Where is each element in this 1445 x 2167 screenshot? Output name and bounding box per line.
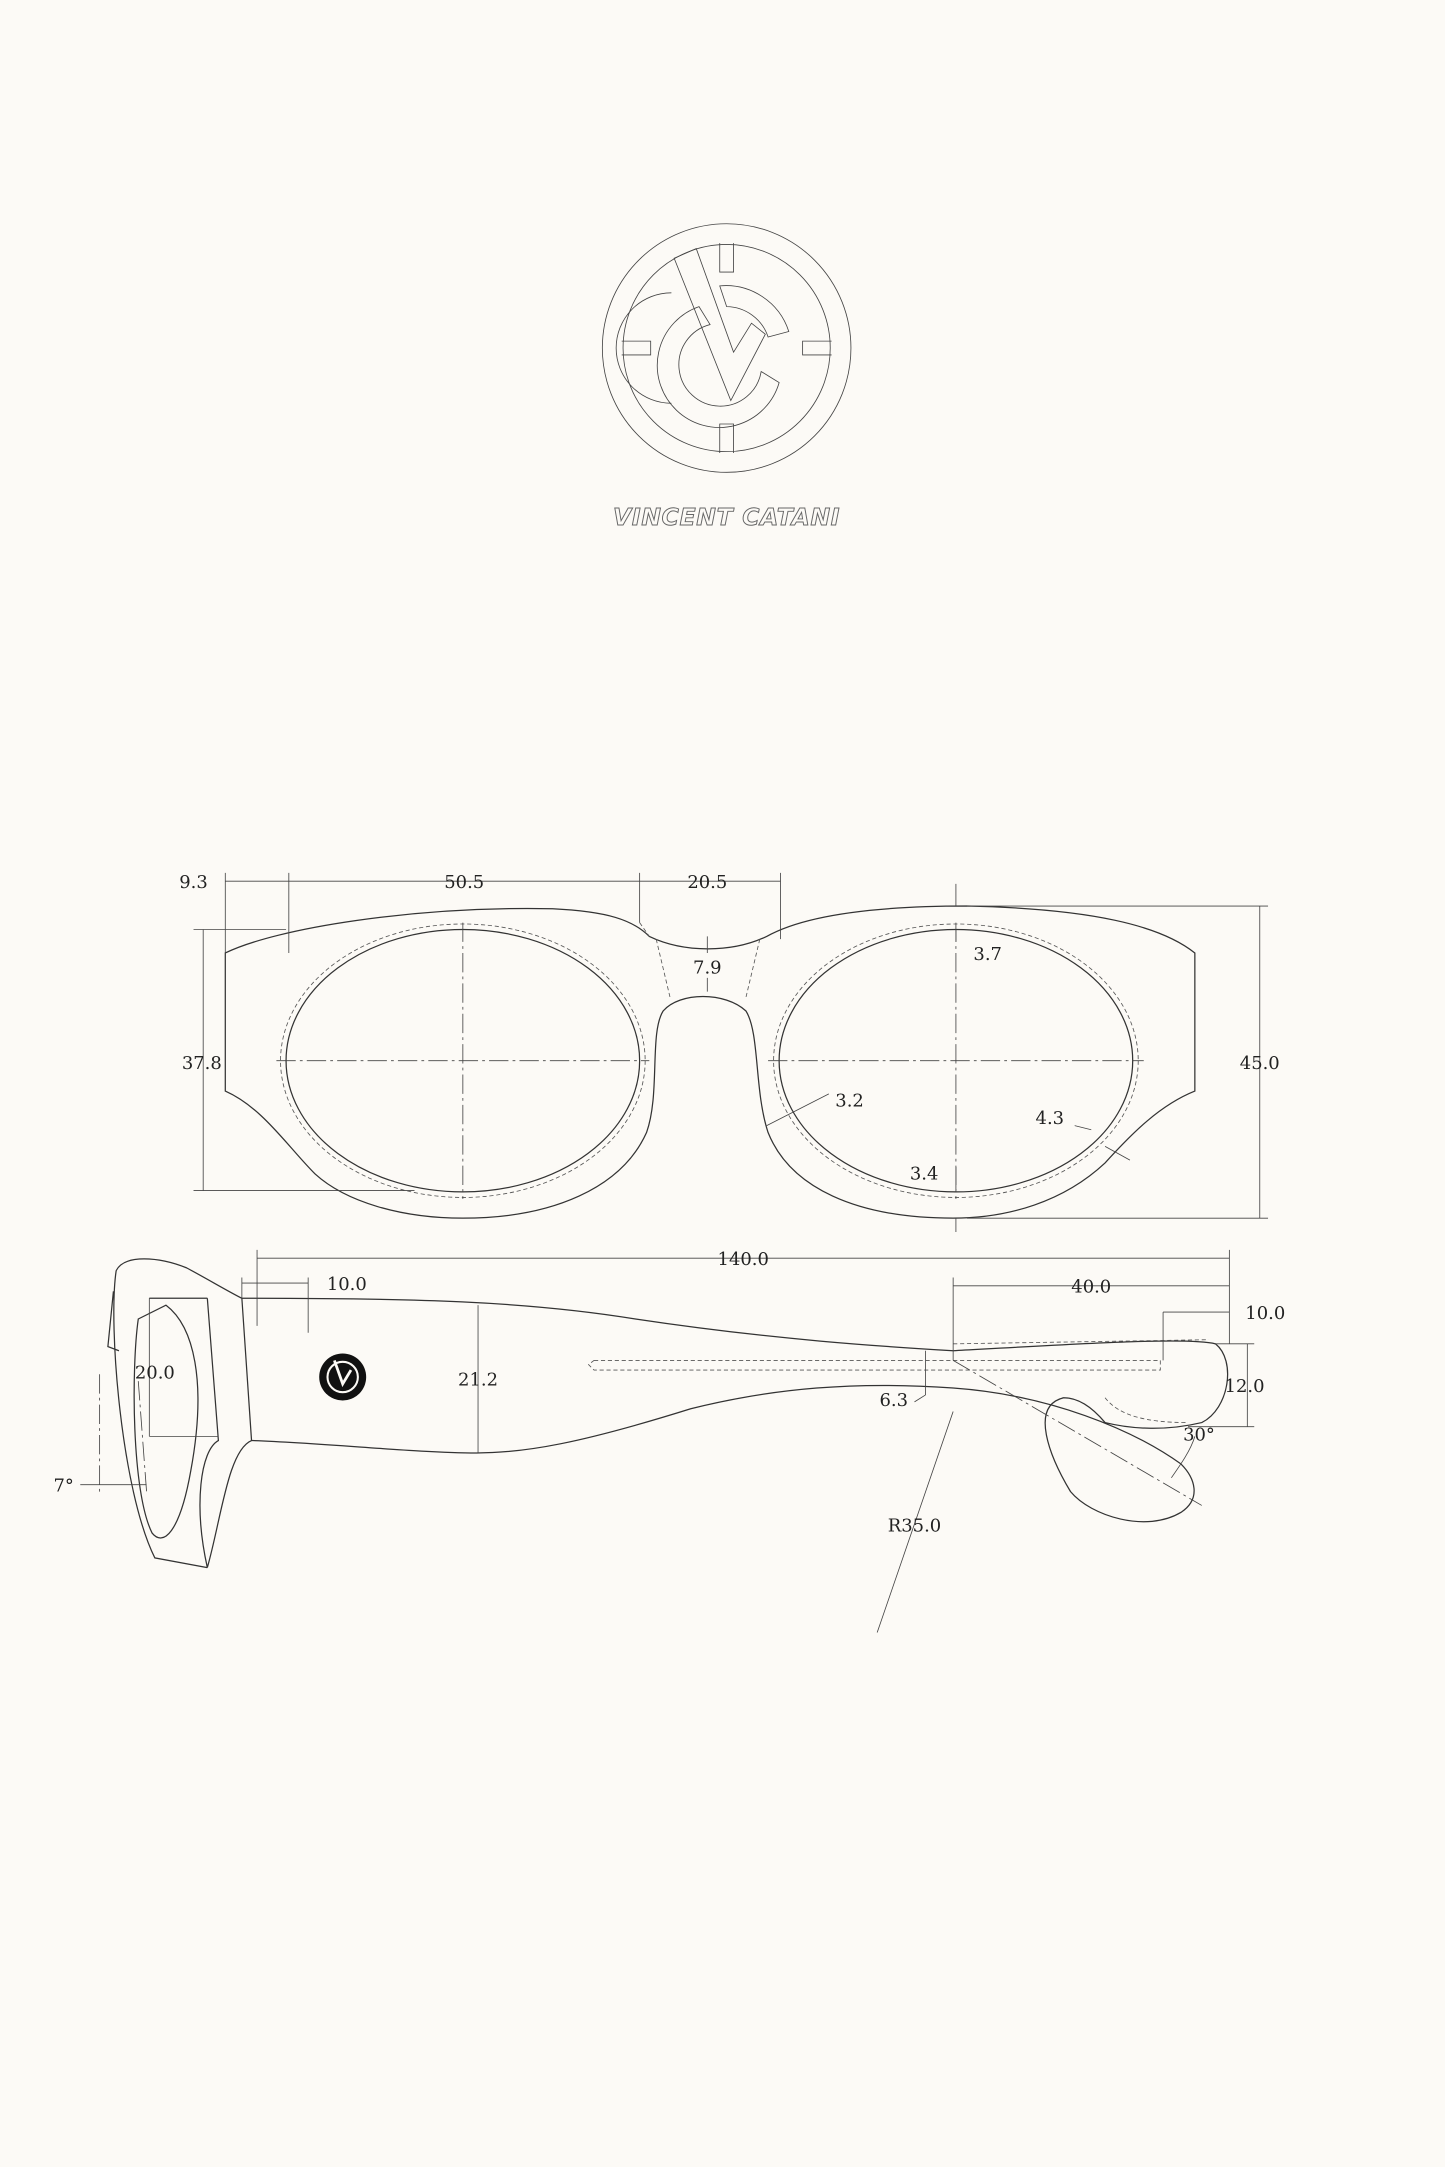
dim-hinge-offset: 10.0 [327, 1274, 367, 1295]
dim-bridge-height: 7.9 [693, 958, 722, 979]
side-view: 140.0 10.0 20.0 21.2 7° 40.0 10.0 12.0 6… [54, 1249, 1285, 1633]
temple-logo-icon [319, 1353, 367, 1401]
dim-temple-length: 140.0 [718, 1249, 769, 1270]
dim-tip-length: 10.0 [1245, 1303, 1285, 1324]
dim-frame-height: 45.0 [1240, 1053, 1280, 1074]
front-view: 9.3 50.5 20.5 37.8 45.0 7.9 3.7 3.2 4.3 … [179, 872, 1280, 1232]
dim-tip-height: 12.0 [1225, 1376, 1265, 1397]
front-profile [107, 1258, 253, 1569]
dim-core-offset: 6.3 [879, 1390, 908, 1411]
dim-lens-width: 50.5 [444, 872, 484, 893]
brand-name: VINCENT CATANI [613, 503, 840, 531]
dim-outer-rim: 4.3 [1036, 1108, 1065, 1129]
dim-lens-height: 37.8 [182, 1053, 222, 1074]
frame-outline [224, 905, 1196, 1219]
temple [241, 1297, 1229, 1523]
dim-bridge-width: 20.5 [687, 872, 727, 893]
dim-inner-rim: 3.2 [835, 1090, 864, 1111]
dim-top-rim: 3.7 [973, 944, 1002, 965]
dim-temple-height: 21.2 [458, 1369, 498, 1390]
brand-logo [601, 223, 852, 473]
dim-bottom-rim: 3.4 [910, 1163, 939, 1184]
dim-pantoscopic-angle: 7° [54, 1476, 74, 1497]
dim-bend-radius: R35.0 [888, 1516, 941, 1537]
dim-front-thickness: 20.0 [135, 1362, 175, 1383]
dim-temple-width: 9.3 [179, 872, 208, 893]
dim-bend-angle: 30° [1183, 1425, 1215, 1446]
dim-bend-length: 40.0 [1071, 1277, 1111, 1298]
